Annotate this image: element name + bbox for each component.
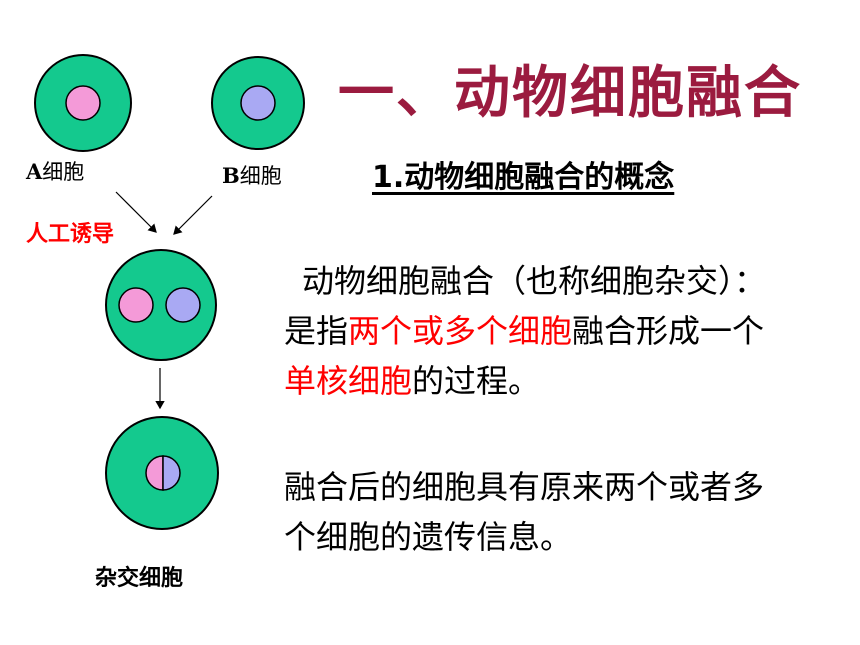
cell-a-letter: A — [26, 159, 43, 184]
highlight-single-nucleus-cell: 单核细胞 — [284, 362, 413, 400]
hybrid-nucleus-right — [162, 455, 181, 491]
induction-label: 人工诱导 — [26, 222, 115, 247]
cell-b-nucleus — [240, 85, 276, 121]
section-heading: 1.动物细胞融合的概念 — [372, 160, 675, 195]
arrow-a-to-fusion — [115, 191, 157, 233]
hybrid-nucleus-left — [145, 455, 164, 491]
cell-b-letter: B — [222, 163, 240, 188]
fused-nucleus-a — [118, 287, 154, 323]
genetic-info-paragraph: 融合后的细胞具有原来两个或者多个细胞的遗传信息。 — [284, 468, 765, 556]
cell-a-label: A细胞 — [26, 156, 84, 186]
fused-nucleus-b — [165, 287, 201, 323]
cell-b — [211, 56, 305, 150]
cell-b-label: B细胞 — [222, 160, 282, 190]
definition-text-2: 融合形成一个 — [572, 312, 765, 350]
fused-cell — [105, 249, 217, 361]
cell-b-text: 细胞 — [239, 164, 282, 188]
definition-text-3: 的过程。 — [412, 362, 541, 400]
slide-title: 一、动物细胞融合 — [338, 61, 802, 126]
cell-a — [34, 54, 132, 152]
definition-text-1: 动物细胞融合（也称细胞杂交）：是指 — [284, 262, 767, 350]
definition-paragraph: 动物细胞融合（也称细胞杂交）：是指两个或多个细胞融合形成一个单核细胞的过程。 — [284, 256, 794, 406]
highlight-multiple-cells: 两个或多个细胞 — [348, 312, 573, 350]
cell-a-nucleus — [65, 85, 101, 121]
cell-a-text: 细胞 — [42, 160, 85, 184]
hybrid-cell — [105, 416, 219, 530]
arrow-b-to-fusion — [173, 195, 213, 235]
hybrid-cell-label: 杂交细胞 — [95, 566, 184, 591]
